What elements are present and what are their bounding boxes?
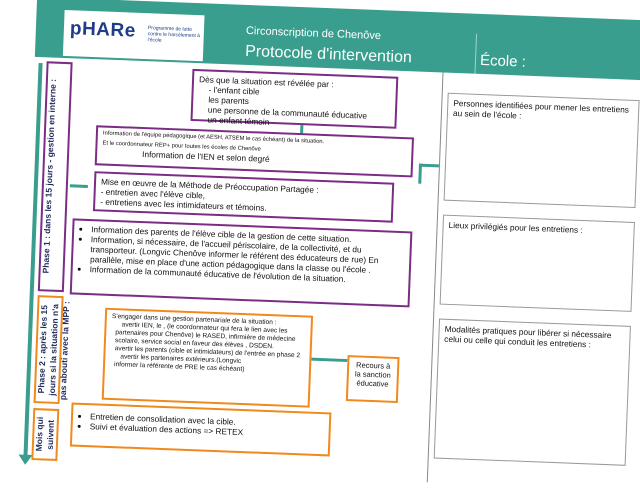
box-info-equipe: Information de l'équipe pédagogique (et … <box>94 125 415 178</box>
phase1-label: Phase 1 : dans les 15 jours - gestion en… <box>37 61 73 293</box>
box-partenariale: S'engager dans une gestion partenariale … <box>101 307 314 408</box>
ecole-title: École : <box>479 51 527 71</box>
box-suivi: Entretien de consolidation avec la cible… <box>69 402 332 457</box>
header-band: pHARe Programme de lutte contre le harcè… <box>34 0 640 81</box>
box-parents: Information des parents de l'élève cible… <box>69 218 413 308</box>
ecole-lieux-label: Lieux privilégiés pour les entretiens : <box>448 219 583 236</box>
connector-3 <box>418 163 422 184</box>
ecole-box-modalites[interactable]: Modalités pratiques pour libérer si néce… <box>433 318 631 466</box>
ecole-modalites-label: Modalités pratiques pour libérer si néce… <box>444 323 612 350</box>
protocole-title: Protocole d'intervention <box>244 42 413 67</box>
phare-logo: pHARe <box>69 18 137 42</box>
ecole-box-personnes[interactable]: Personnes identifiées pour mener les ent… <box>443 92 640 209</box>
sanction-text: Recours à la sanction éducative <box>354 360 391 389</box>
ecole-personnes-label: Personnes identifiées pour mener les ent… <box>452 97 630 121</box>
ecole-box-lieux[interactable]: Lieux privilégiés pour les entretiens : <box>439 214 635 312</box>
header-divider <box>474 33 478 74</box>
phase2-label: Phase 2 : après les 15 jours si la situa… <box>33 295 71 405</box>
box-sanction: Recours à la sanction éducative <box>345 355 400 404</box>
circonscription-title: Circonscription de Chenôve <box>245 24 382 43</box>
box-mpp: Mise en œuvre de la Méthode de Préoccupa… <box>92 171 395 223</box>
connector-4 <box>69 184 88 188</box>
connector-5 <box>311 357 348 363</box>
logo-subtitle: Programme de lutte contre le harcèlement… <box>147 25 201 44</box>
phase3-label: Mois qui suivent <box>31 408 60 462</box>
box-situation: Dès que la situation est révélée par : -… <box>190 68 399 129</box>
logo-box: pHARe Programme de lutte contre le harcè… <box>62 9 205 62</box>
